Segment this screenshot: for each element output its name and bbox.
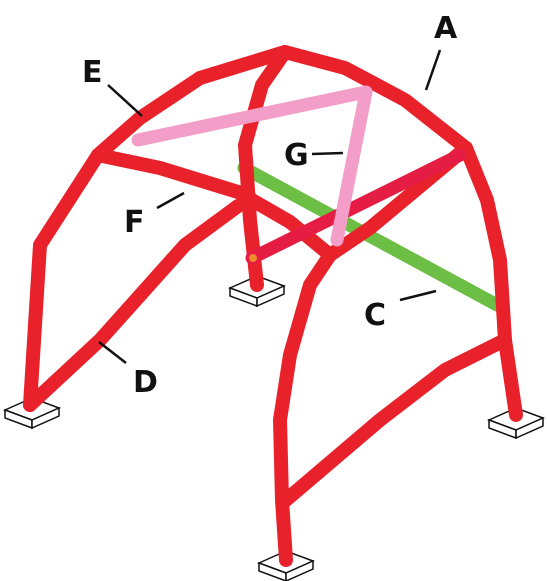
label-g: G	[284, 138, 309, 173]
front-side-brace	[279, 333, 512, 507]
leader-f	[156, 191, 185, 210]
brace-c-green	[237, 161, 504, 312]
label-c: C	[364, 298, 386, 333]
tube-a-roof-side	[238, 45, 292, 292]
leader-c	[399, 289, 437, 302]
brace-g-pink	[131, 85, 373, 247]
label-a: A	[434, 11, 458, 46]
leader-lines	[98, 49, 442, 364]
label-e: E	[82, 55, 103, 90]
label-d: D	[133, 365, 158, 400]
label-f: F	[124, 205, 145, 240]
leader-g	[311, 151, 344, 156]
tube-d-side-brace	[23, 199, 245, 412]
leader-a	[424, 49, 442, 91]
main-cage-tubes	[23, 45, 523, 567]
leader-d	[98, 341, 127, 364]
diagonal-brace	[245, 148, 467, 265]
diagonal-joint	[249, 254, 257, 262]
front-leg-tube	[273, 248, 337, 567]
tube-e-front-roof	[91, 141, 473, 262]
leader-e	[107, 84, 143, 117]
